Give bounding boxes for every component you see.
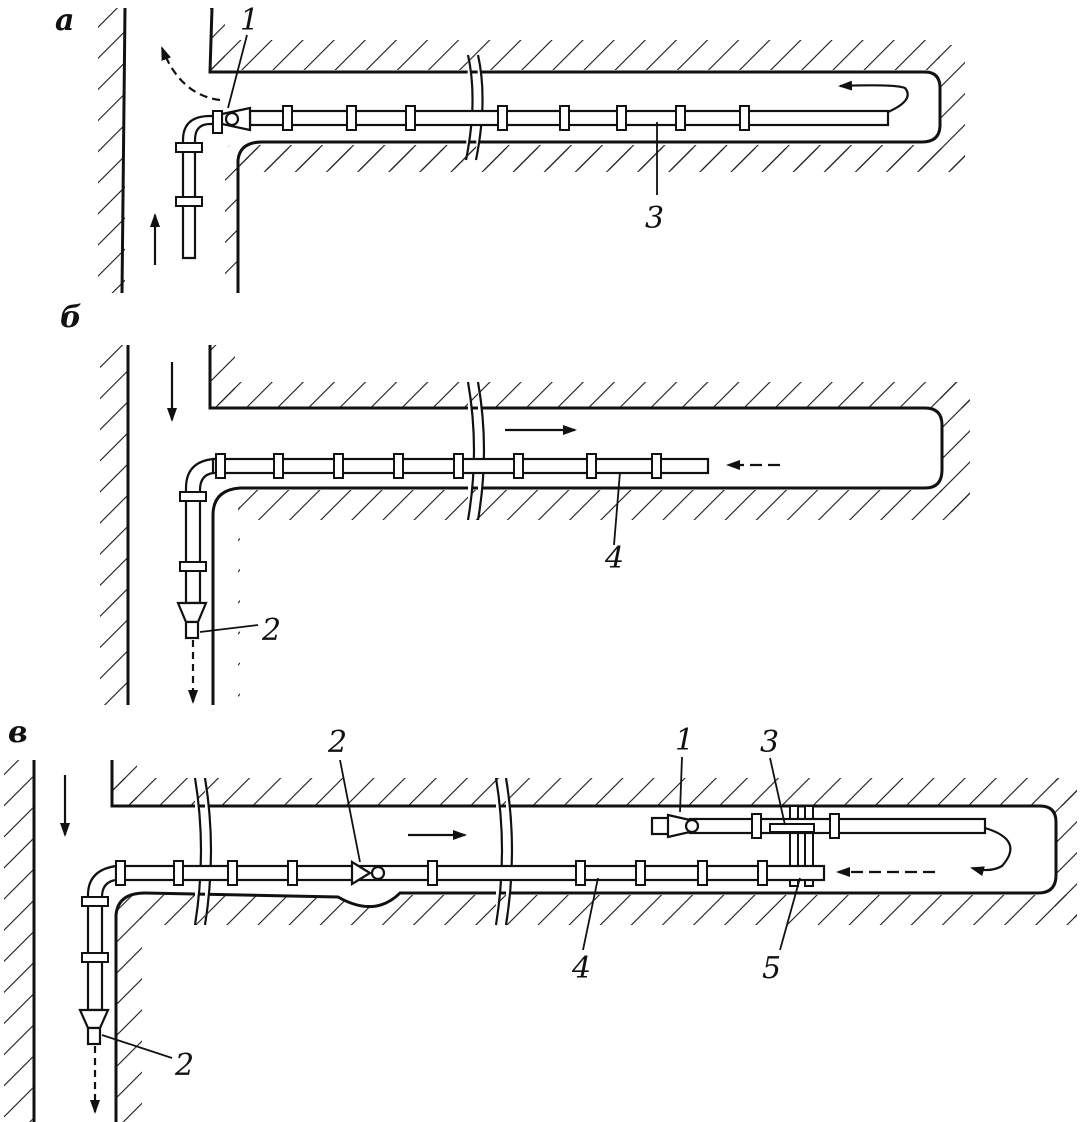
pipe-couplings: [179, 453, 662, 572]
panel-a: [98, 7, 965, 294]
callout-pipe-4: 4: [571, 951, 591, 986]
shaft-wall: [120, 7, 127, 294]
shaft-wall: [110, 760, 1058, 1122]
callout-pump-1: 1: [240, 3, 259, 38]
panel-b: [100, 345, 970, 705]
panel-c: [4, 756, 1077, 1122]
callout-pump-2: 2: [261, 613, 281, 648]
gallery-break: [466, 381, 486, 521]
support-beam: [804, 805, 814, 887]
callout-leader: [339, 759, 361, 863]
rock-hatch: [4, 760, 34, 1122]
shaft-wall: [208, 7, 942, 293]
callout-leader: [101, 1034, 173, 1059]
rock-hatch: [1055, 778, 1077, 918]
callout-pump-2: 2: [174, 1048, 194, 1083]
callout-leader: [613, 471, 621, 546]
rock-hatch: [240, 148, 965, 172]
callout-pipe-3: 3: [760, 725, 779, 760]
callout-leader: [227, 34, 248, 109]
callout-pipe-4: 4: [604, 541, 624, 576]
rock-hatch: [140, 895, 1077, 925]
callout-pump-1: 1: [675, 723, 694, 758]
pipe-couplings: [81, 813, 840, 963]
rock-hatch: [112, 778, 1077, 806]
callout-item-5: 5: [762, 951, 781, 986]
rock-hatch: [210, 40, 940, 70]
callout-leader: [679, 756, 683, 813]
gallery-break: [464, 54, 484, 161]
flow-arrow: [838, 80, 909, 114]
pump-2: [350, 860, 373, 886]
callout-pump-2: 2: [327, 725, 347, 760]
rock-hatch: [98, 8, 125, 293]
panel-label-b: б: [60, 300, 82, 335]
callout-leader: [769, 757, 786, 826]
gallery-break: [193, 777, 213, 926]
callout-leader: [779, 877, 801, 951]
callout-pipe-3: 3: [645, 201, 664, 236]
callout-leader: [582, 877, 599, 951]
shaft-wall: [208, 345, 944, 705]
panel-label-c: в: [8, 715, 28, 750]
callout-leader: [199, 624, 259, 633]
flow-arrow: [970, 826, 1012, 877]
flow-arrow: [160, 46, 221, 102]
rock-hatch: [210, 382, 970, 408]
gallery-break: [494, 777, 514, 926]
panel-label-a: а: [55, 3, 74, 38]
support-beam: [789, 805, 799, 887]
rock-hatch: [238, 490, 970, 520]
pipe-couplings: [175, 105, 750, 207]
rock-hatch: [116, 895, 142, 1122]
rock-hatch: [100, 345, 127, 705]
